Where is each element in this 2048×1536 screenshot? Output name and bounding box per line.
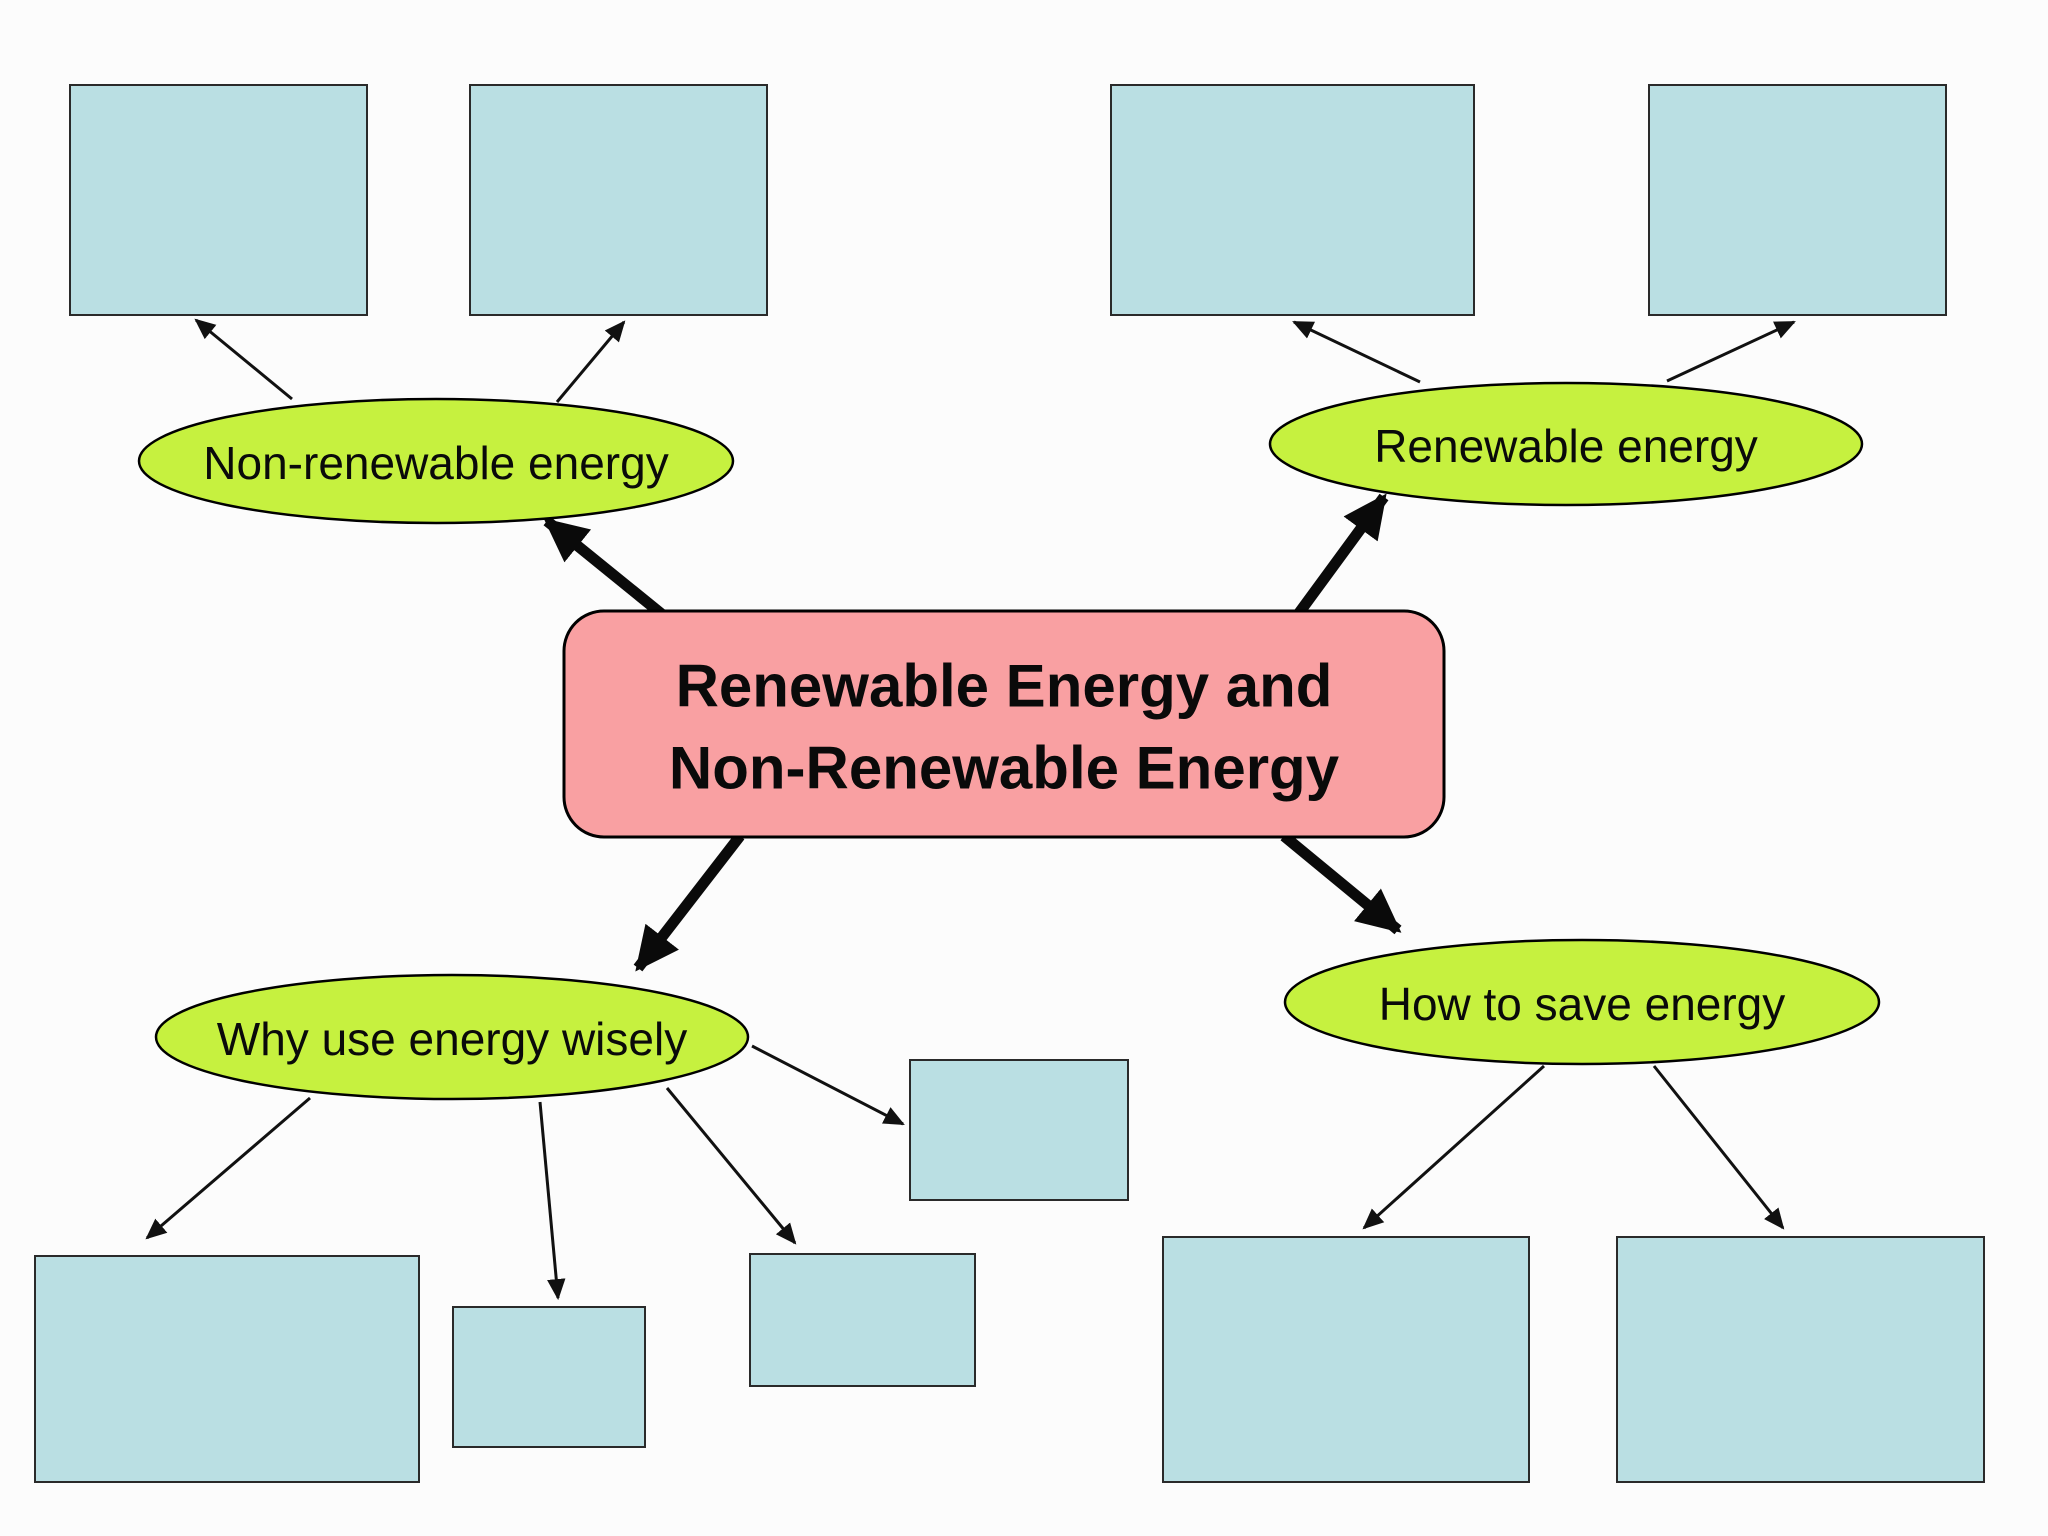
blank-box-why-4[interactable] xyxy=(909,1059,1129,1201)
blank-box-how-1[interactable] xyxy=(1162,1236,1530,1483)
connector-renewable-to-box-1 xyxy=(1292,320,1421,384)
branch-label-how-to-save-energy: How to save energy xyxy=(1379,978,1786,1030)
branch-label-non-renewable: Non-renewable energy xyxy=(203,437,668,489)
blank-box-how-2[interactable] xyxy=(1616,1236,1985,1483)
branch-ellipse-why-use-energy-wisely[interactable] xyxy=(154,973,750,1101)
branch-label-renewable: Renewable energy xyxy=(1374,420,1758,472)
connector-why-to-box-4 xyxy=(751,1044,905,1126)
blank-box-why-1[interactable] xyxy=(34,1255,420,1483)
blank-box-non-renewable-2[interactable] xyxy=(469,84,768,316)
blank-box-renewable-2[interactable] xyxy=(1648,84,1947,316)
connector-central-to-how xyxy=(1280,831,1402,935)
blank-box-non-renewable-1[interactable] xyxy=(69,84,368,316)
connector-central-to-renewable xyxy=(1283,493,1389,632)
connector-renewable-to-box-2 xyxy=(1666,320,1796,383)
connector-how-to-box-2 xyxy=(1652,1065,1785,1230)
blank-box-why-3[interactable] xyxy=(749,1253,976,1387)
connector-non-renewable-to-box-2 xyxy=(555,320,626,403)
branch-label-why-use-energy-wisely: Why use energy wisely xyxy=(217,1013,687,1065)
blank-box-why-2[interactable] xyxy=(452,1306,646,1448)
connector-why-to-box-2 xyxy=(538,1101,566,1301)
branch-ellipse-non-renewable[interactable] xyxy=(137,397,735,525)
blank-box-renewable-1[interactable] xyxy=(1110,84,1475,316)
branch-ellipse-renewable[interactable] xyxy=(1268,381,1864,507)
central-topic-label-line2: Non-Renewable Energy xyxy=(669,735,1340,802)
connector-central-to-non-renewable xyxy=(543,516,678,629)
connector-how-to-box-1 xyxy=(1362,1064,1546,1230)
central-topic-node[interactable] xyxy=(562,609,1446,839)
connector-non-renewable-to-box-1 xyxy=(194,318,293,401)
connector-why-to-box-1 xyxy=(145,1096,311,1240)
connector-central-to-why xyxy=(633,832,745,972)
branch-ellipse-how-to-save-energy[interactable] xyxy=(1283,938,1881,1066)
central-topic-label-line1: Renewable Energy and xyxy=(676,653,1333,720)
connector-why-to-box-3 xyxy=(665,1087,797,1245)
